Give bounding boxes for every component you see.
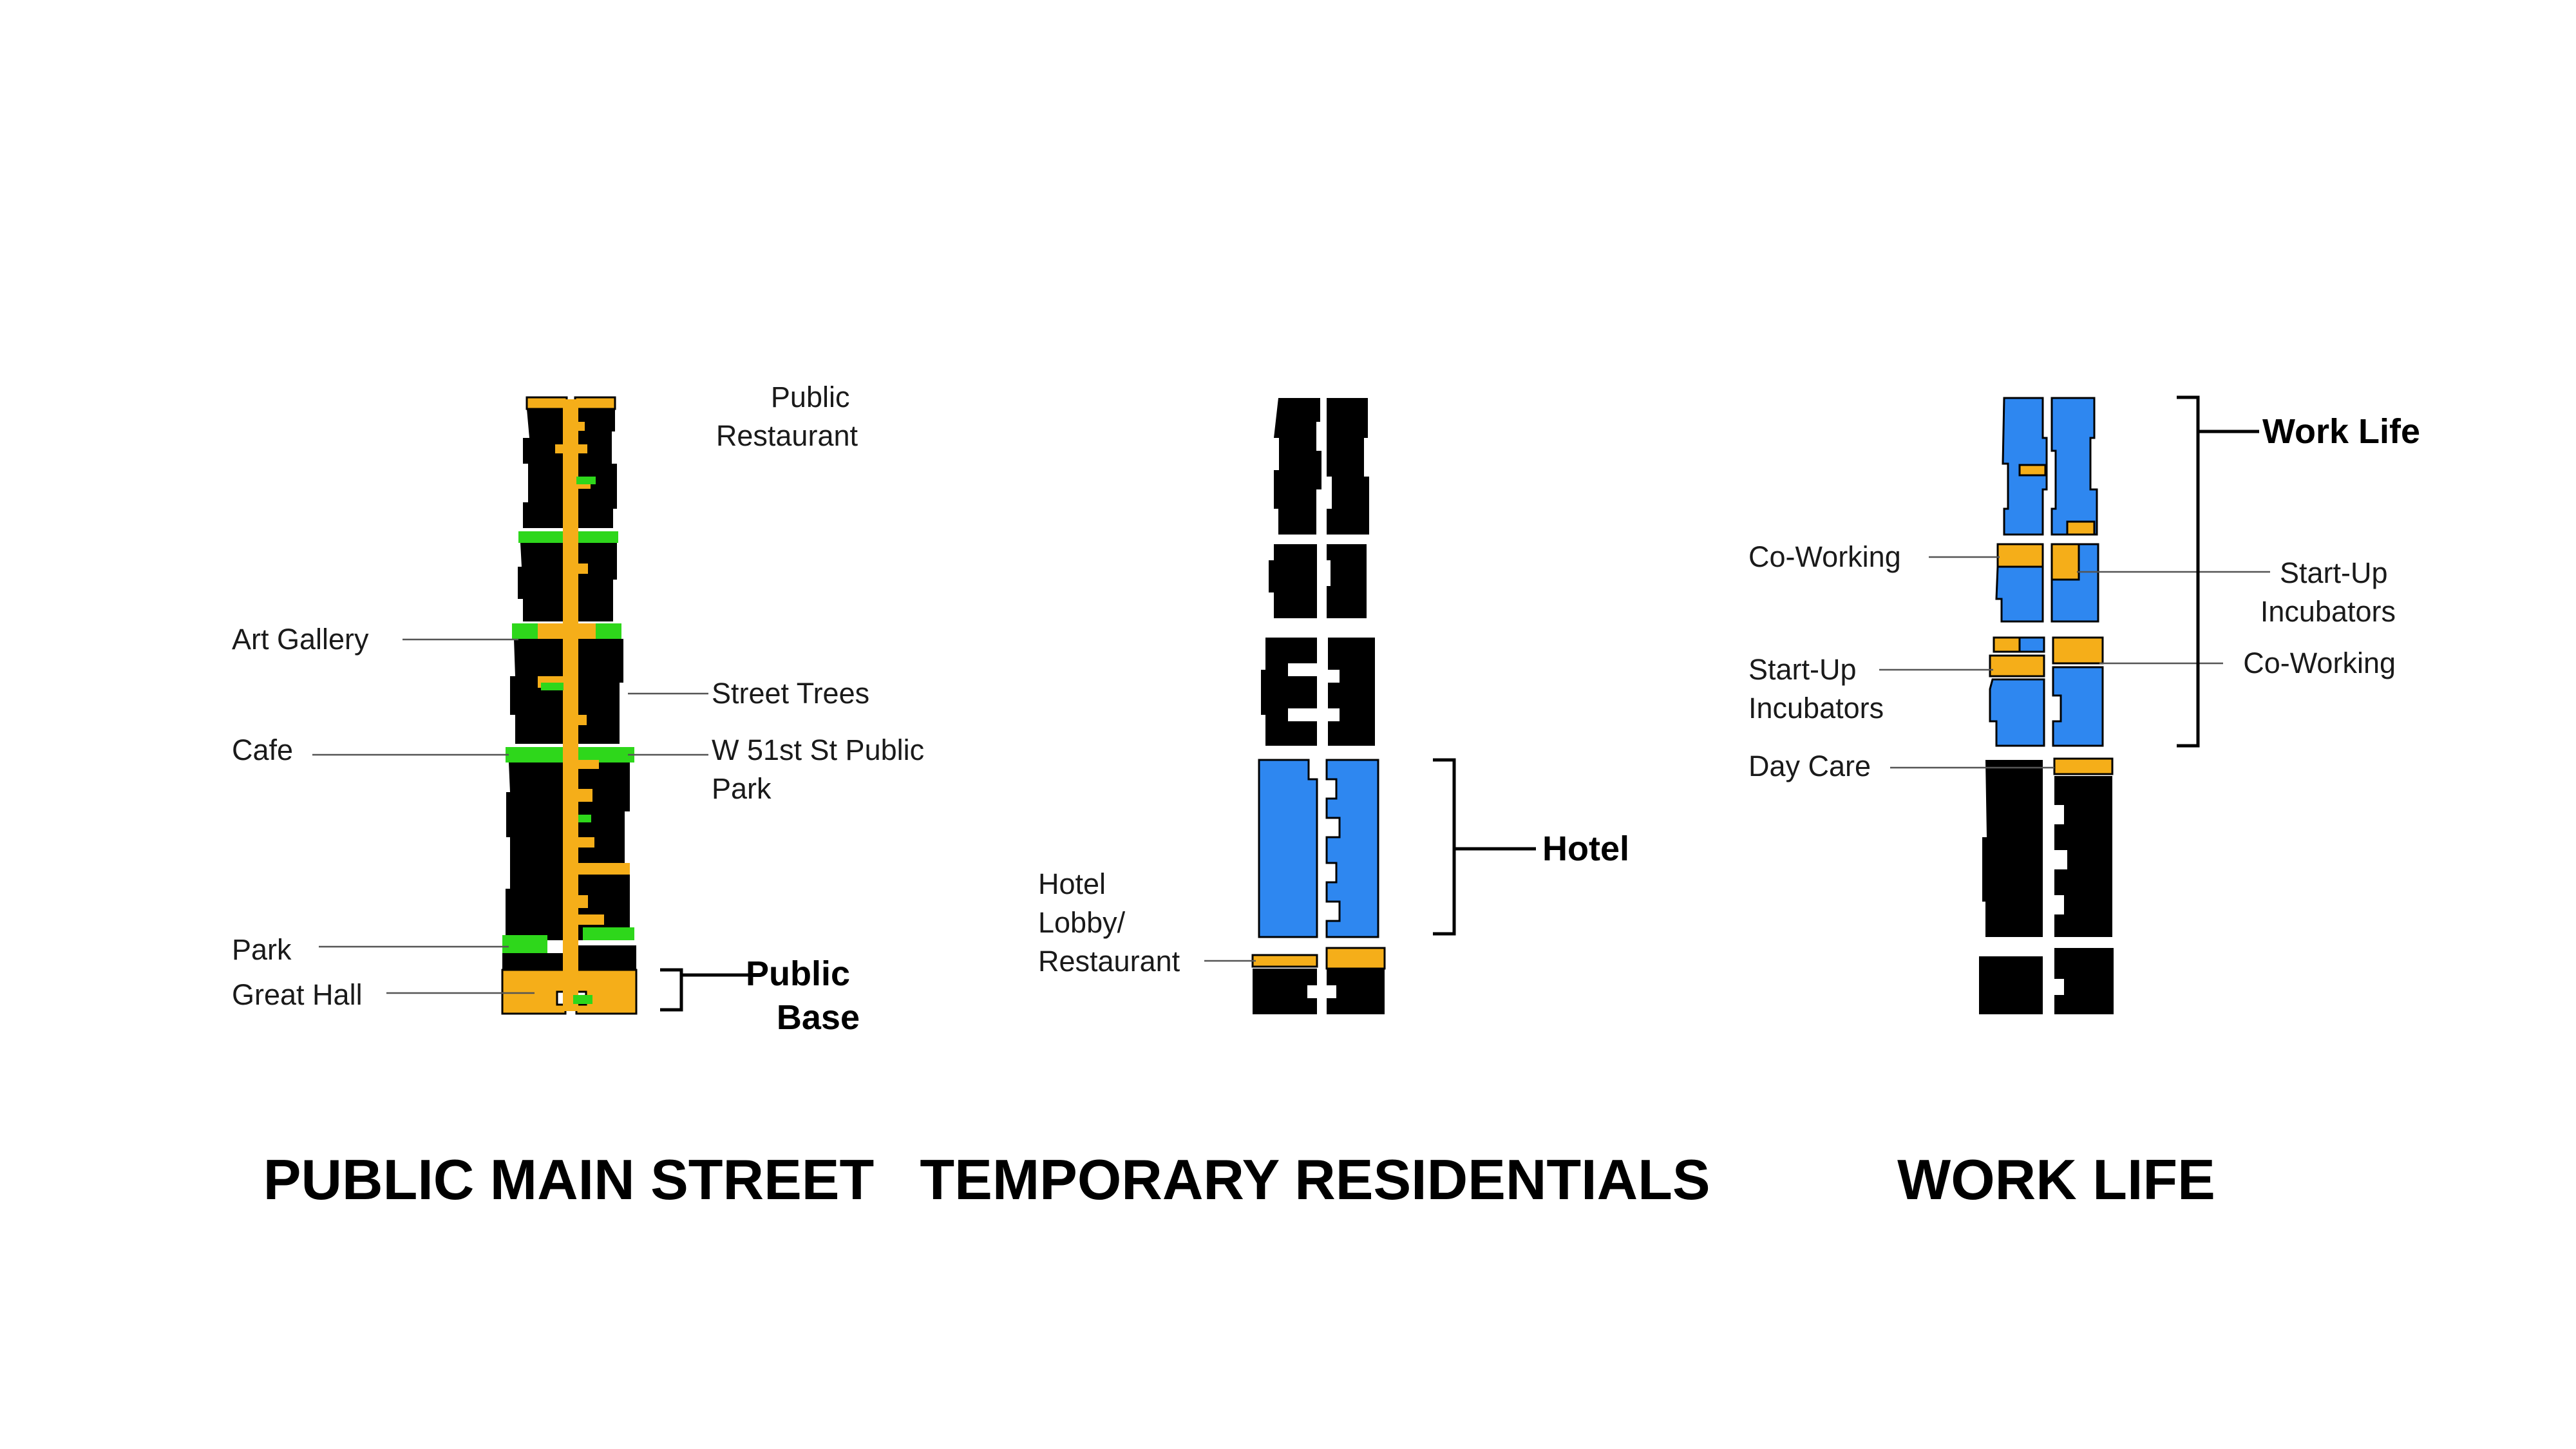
work-block-3-left xyxy=(1989,678,2045,747)
public-node-9 xyxy=(575,837,594,848)
startup-right xyxy=(2050,543,2080,581)
co-working-left xyxy=(1996,543,2044,568)
startup-left xyxy=(1989,654,2045,677)
tower-massing-residential xyxy=(1251,398,1386,1014)
label-w51-park: W 51st St Public Park xyxy=(712,734,933,805)
public-node-12 xyxy=(575,914,604,925)
block-4-right xyxy=(575,762,630,940)
block-3-left xyxy=(510,639,565,744)
res-block-2-left xyxy=(1269,544,1317,618)
day-care-block xyxy=(2053,757,2114,775)
res-block-1-left xyxy=(1274,398,1321,535)
tower-massing-work xyxy=(1979,397,2114,1014)
res-base-left xyxy=(1253,969,1317,1014)
res-block-1-right xyxy=(1327,398,1369,535)
work-block-2-left xyxy=(1995,565,2044,623)
work-block-3-right xyxy=(2052,666,2104,747)
label-co-working-left: Co-Working xyxy=(1748,540,1901,573)
label-startup-left: Start-Up Incubators xyxy=(1748,653,1884,724)
block-2-left xyxy=(518,543,565,621)
startup-left-cap xyxy=(1993,636,2021,653)
label-great-hall: Great Hall xyxy=(232,978,363,1011)
co-working-right xyxy=(2052,636,2104,665)
work-startup-node-2 xyxy=(2066,520,2096,536)
green-strip-4b xyxy=(583,927,634,940)
label-cafe: Cafe xyxy=(232,734,293,766)
green-strip-4 xyxy=(502,935,547,953)
hotel-block-right xyxy=(1325,759,1379,938)
res-block-3-right xyxy=(1328,638,1375,746)
panel-title-public-main-street: PUBLIC MAIN STREET xyxy=(263,1148,874,1211)
label-street-trees: Street Trees xyxy=(712,677,869,710)
bracket-work-life xyxy=(2177,395,2259,748)
work-lower-left xyxy=(1982,760,2043,937)
hotel-lobby-right xyxy=(1325,947,1386,970)
public-restaurant-right-cap xyxy=(574,396,616,410)
work-lower-right xyxy=(2054,776,2112,937)
work-block-1-right xyxy=(2050,397,2098,536)
great-hall-left xyxy=(501,969,567,1015)
public-node-6 xyxy=(575,715,587,725)
public-node-4 xyxy=(575,564,588,574)
green-node-3 xyxy=(578,815,591,822)
hotel-lobby-left xyxy=(1251,954,1318,968)
res-block-3-left xyxy=(1261,638,1317,746)
public-node-10 xyxy=(575,863,630,875)
public-node-8 xyxy=(576,789,592,802)
label-art-gallery: Art Gallery xyxy=(232,623,369,656)
label-public-base: Public Base xyxy=(746,954,860,1037)
work-block-3-left-top xyxy=(2018,636,2045,653)
bracket-hotel xyxy=(1433,758,1536,936)
label-day-care: Day Care xyxy=(1748,750,1871,782)
label-park: Park xyxy=(232,933,292,966)
great-hall-right xyxy=(575,969,638,1015)
work-base-right xyxy=(2054,948,2114,1014)
hotel-block-left xyxy=(1258,759,1318,938)
block-1-right xyxy=(575,409,617,528)
public-restaurant-left-cap xyxy=(526,396,568,410)
green-node-1 xyxy=(576,477,596,484)
block-5-right xyxy=(575,945,636,970)
public-node-2 xyxy=(555,444,587,453)
label-work-life: Work Life xyxy=(2262,412,2420,451)
tower-massing-public xyxy=(501,396,638,1015)
panel-title-work-life: WORK LIFE xyxy=(1897,1148,2215,1211)
bracket-public-base xyxy=(660,968,760,1012)
label-startup-right: Start-Up Incubators xyxy=(2260,556,2396,628)
public-node-1 xyxy=(567,422,585,431)
block-1-left xyxy=(523,409,567,528)
block-3-right xyxy=(575,639,623,744)
label-hotel-lobby: Hotel Lobby/ Restaurant xyxy=(1038,867,1180,978)
panel-temporary-residentials: Hotel Lobby/ Restaurant Hotel TEMPORARY … xyxy=(920,398,1710,1211)
panel-public-main-street: Public Restaurant Art Gallery Street Tre… xyxy=(232,381,933,1211)
block-5-left xyxy=(502,953,565,970)
work-block-2-right xyxy=(2050,543,2099,623)
green-node-4 xyxy=(573,995,592,1004)
label-hotel: Hotel xyxy=(1542,829,1629,868)
res-block-2-right xyxy=(1327,544,1367,618)
block-4-left xyxy=(506,762,565,940)
panel-title-temporary-residentials: TEMPORARY RESIDENTIALS xyxy=(920,1148,1710,1211)
label-co-working-right: Co-Working xyxy=(2243,647,2396,679)
public-node-11 xyxy=(575,895,588,908)
main-street-spine xyxy=(563,399,578,1011)
public-node-7 xyxy=(576,760,599,769)
green-node-2 xyxy=(541,683,564,690)
work-base-left xyxy=(1979,956,2043,1014)
label-public-restaurant: Public Restaurant xyxy=(716,381,858,452)
panel-work-life: Co-Working Start-Up Incubators Day Care … xyxy=(1748,395,2420,1211)
work-startup-node xyxy=(2018,464,2047,477)
res-base-right xyxy=(1327,969,1385,1014)
block-2-right xyxy=(575,543,617,621)
